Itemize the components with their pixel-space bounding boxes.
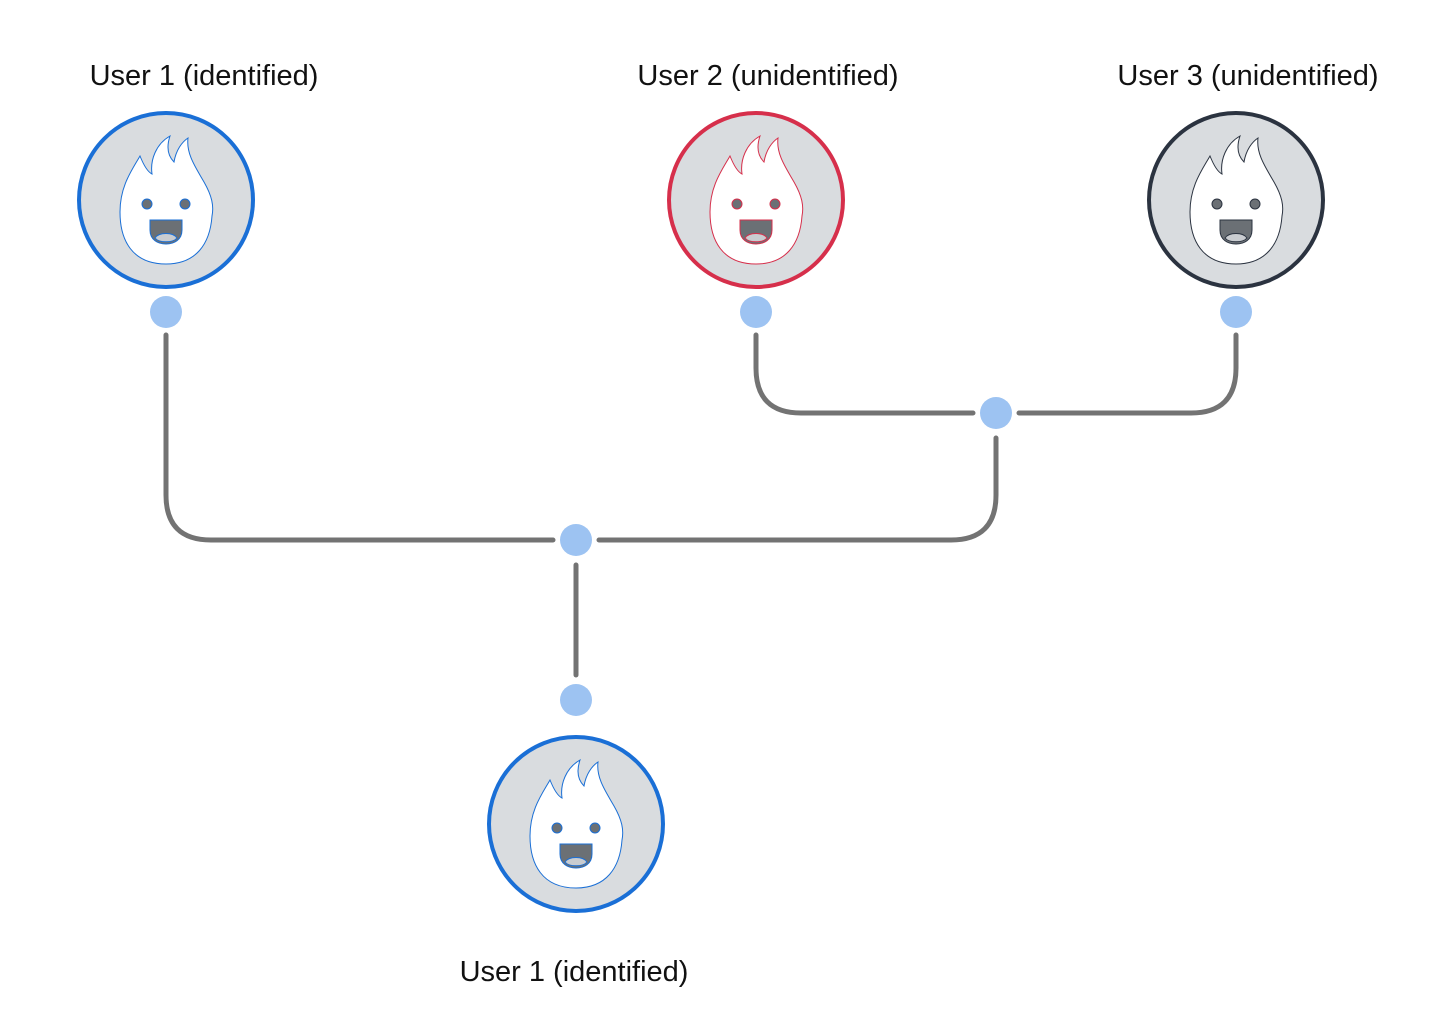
user-label-user1: User 1 (identified)	[90, 60, 319, 92]
user-label-user3: User 3 (unidentified)	[1117, 60, 1378, 92]
connector-dot-user1	[150, 296, 182, 328]
user-label-merged-user1: User 1 (identified)	[460, 956, 689, 988]
user-node-user1: User 1 (identified)	[77, 60, 319, 289]
flame-mascot-icon	[1147, 111, 1325, 289]
flame-mascot-icon	[77, 111, 255, 289]
connector-dot-result	[560, 684, 592, 716]
flame-mascot-icon	[667, 111, 845, 289]
connector-dot-user2	[740, 296, 772, 328]
connector-dot-merge	[560, 524, 592, 556]
user-node-user3: User 3 (unidentified)	[1117, 60, 1379, 289]
connector-user3-to-junction	[1016, 332, 1239, 416]
connector-user2-to-junction	[753, 332, 976, 416]
connector-dot-junction	[980, 397, 1012, 429]
connector-junction-to-merge	[596, 435, 999, 543]
user-node-user2: User 2 (unidentified)	[637, 60, 899, 289]
connector-dot-user3	[1220, 296, 1252, 328]
user-node-merged-user1: User 1 (identified)	[460, 735, 689, 988]
connector-user1-to-merge	[163, 332, 556, 543]
flame-mascot-icon	[487, 735, 665, 913]
user-label-user2: User 2 (unidentified)	[637, 60, 898, 92]
